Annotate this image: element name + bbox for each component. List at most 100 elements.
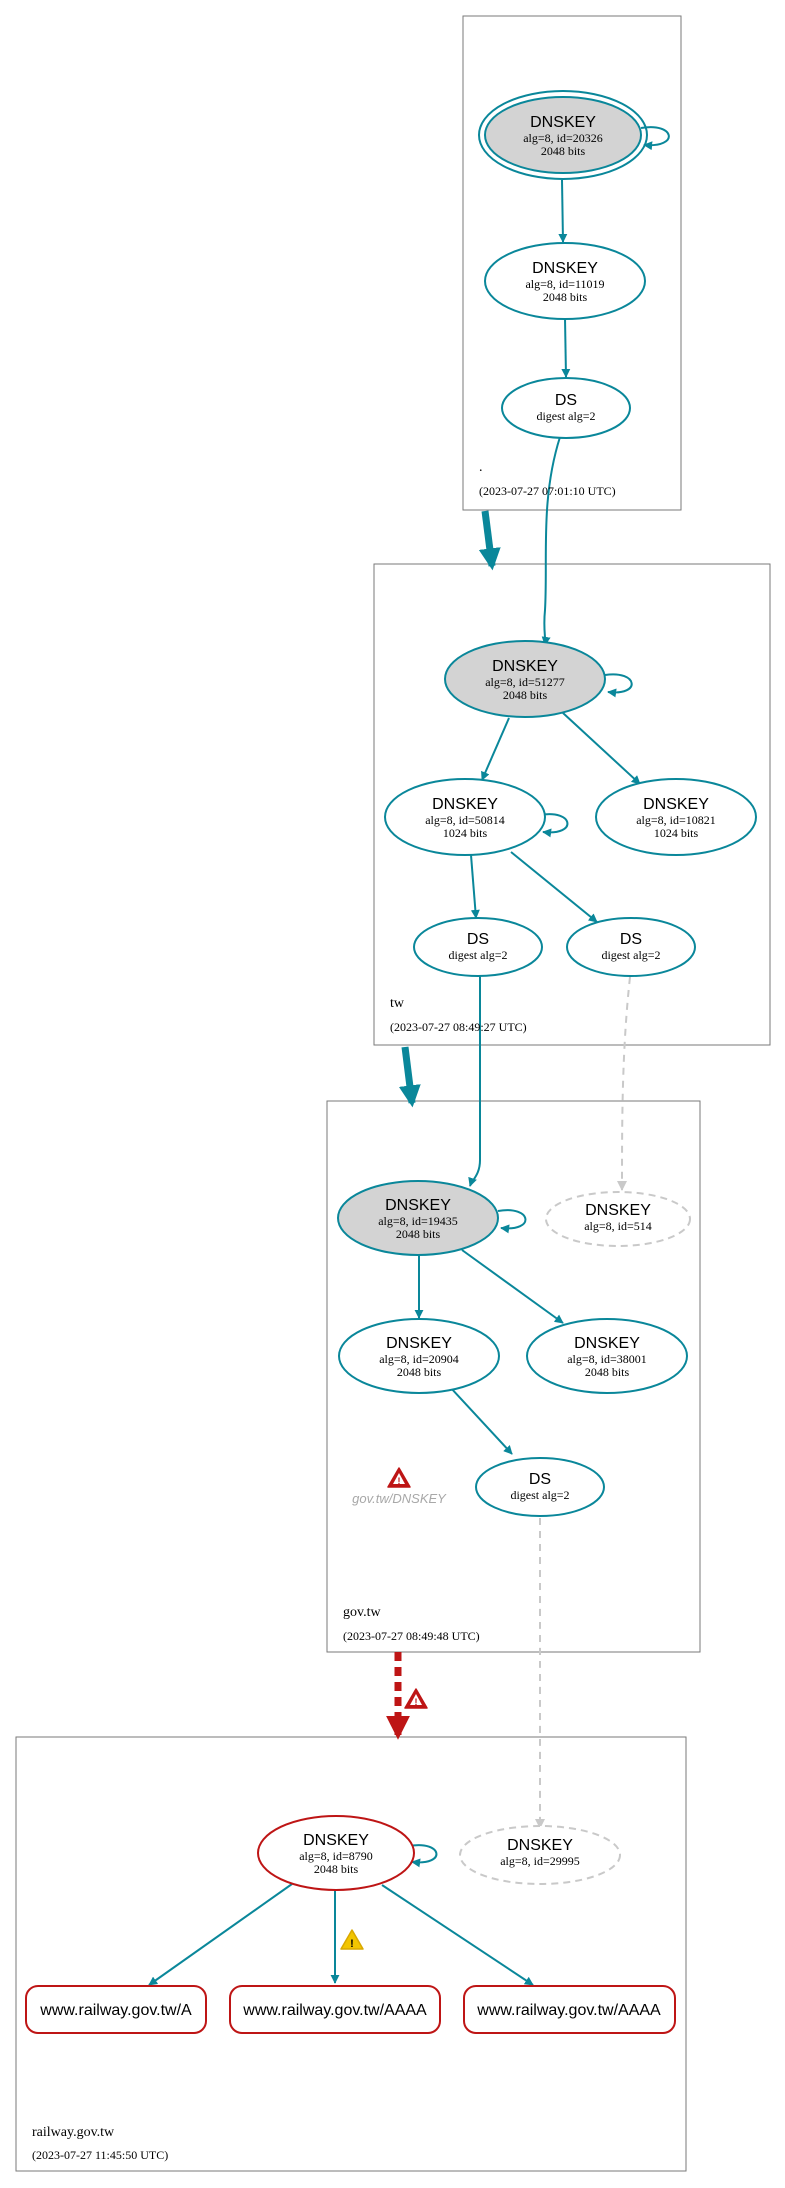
delegation-arrow-root-tw	[478, 510, 501, 571]
zone-name: tw	[390, 996, 405, 1011]
node-title: DNSKEY	[303, 1832, 369, 1849]
node-detail: alg=8, id=19435	[378, 1214, 458, 1228]
zone-timestamp: (2023-07-27 07:01:10 UTC)	[479, 484, 616, 498]
zone-timestamp: (2023-07-27 08:49:27 UTC)	[390, 1020, 527, 1034]
node-detail: 2048 bits	[503, 688, 548, 702]
warning-triangle-icon[interactable]: !	[340, 1929, 364, 1950]
edge-root-zsk-ds	[561, 317, 571, 378]
node-title: DNSKEY	[530, 114, 596, 131]
node-root-ksk[interactable]: DNSKEY alg=8, id=20326 2048 bits	[478, 90, 648, 180]
node-detail: 2048 bits	[397, 1365, 442, 1379]
node-root-ds[interactable]: DS digest alg=2	[501, 377, 631, 439]
error-label: gov.tw/DNSKEY	[352, 1491, 447, 1506]
node-detail: alg=8, id=10821	[636, 813, 716, 827]
node-tw-ds1[interactable]: DS digest alg=2	[413, 917, 543, 977]
svg-text:!: !	[398, 1476, 401, 1486]
node-title: DS	[467, 931, 489, 948]
zone-govtw-box	[326, 1100, 701, 1653]
edge-gov-ksk-zsk2	[461, 1249, 564, 1324]
node-tw-zsk2[interactable]: DNSKEY alg=8, id=10821 1024 bits	[595, 778, 757, 856]
edge-gov-zsk1-ds	[449, 1386, 513, 1455]
zone-timestamp: (2023-07-27 11:45:50 UTC)	[32, 2148, 168, 2162]
rrset-label: www.railway.gov.tw/AAAA	[242, 2002, 427, 2019]
node-detail: alg=8, id=38001	[567, 1352, 647, 1366]
edge-railway-key-aaaa2	[381, 1884, 534, 1986]
edge-tw-zsk1-ds2	[510, 851, 598, 923]
node-detail: alg=8, id=514	[584, 1219, 652, 1233]
node-detail: 1024 bits	[443, 826, 488, 840]
node-root-zsk[interactable]: DNSKEY alg=8, id=11019 2048 bits	[484, 242, 646, 320]
node-title: DNSKEY	[507, 1837, 573, 1854]
node-gov-zsk2[interactable]: DNSKEY alg=8, id=38001 2048 bits	[526, 1318, 688, 1394]
node-title: DNSKEY	[385, 1197, 451, 1214]
node-railway-missing-key[interactable]: DNSKEY alg=8, id=29995	[459, 1825, 621, 1885]
node-title: DS	[529, 1471, 551, 1488]
node-title: DNSKEY	[532, 260, 598, 277]
node-detail: alg=8, id=50814	[425, 813, 505, 827]
node-detail: 2048 bits	[541, 144, 586, 158]
node-detail: 2048 bits	[543, 290, 588, 304]
error-triangle-icon: !	[387, 1467, 411, 1488]
node-title: DNSKEY	[574, 1335, 640, 1352]
self-loop-tw-zsk1	[539, 813, 569, 838]
edge-railway-key-a	[148, 1883, 293, 1986]
self-loop-tw-ksk	[604, 673, 633, 698]
node-detail: alg=8, id=29995	[500, 1854, 580, 1868]
self-loop-root-ksk	[640, 126, 670, 151]
node-detail: digest alg=2	[510, 1488, 569, 1502]
node-detail: alg=8, id=8790	[299, 1849, 373, 1863]
self-loop-gov-ksk	[497, 1209, 527, 1234]
node-title: DNSKEY	[432, 796, 498, 813]
node-detail: digest alg=2	[601, 948, 660, 962]
edge-tw-ksk-zsk2	[562, 712, 641, 785]
node-detail: alg=8, id=20326	[523, 131, 603, 145]
edge-root-ds-tw-ksk	[541, 436, 561, 646]
gov-dnskey-error[interactable]: ! gov.tw/DNSKEY	[352, 1467, 447, 1506]
node-title: DNSKEY	[643, 796, 709, 813]
zone-name: .	[479, 460, 483, 475]
node-gov-ksk[interactable]: DNSKEY alg=8, id=19435 2048 bits	[337, 1180, 499, 1256]
node-tw-zsk1[interactable]: DNSKEY alg=8, id=50814 1024 bits	[384, 778, 546, 856]
node-title: DS	[620, 931, 642, 948]
node-detail: alg=8, id=20904	[379, 1352, 459, 1366]
edge-tw-ds2-gov-missing	[617, 976, 631, 1191]
node-title: DNSKEY	[585, 1202, 651, 1219]
zone-name: gov.tw	[343, 1605, 381, 1620]
edge-tw-zsk1-ds1	[470, 854, 480, 919]
node-tw-ksk[interactable]: DNSKEY alg=8, id=51277 2048 bits	[444, 640, 606, 718]
rrset-aaaa-2[interactable]: www.railway.gov.tw/AAAA	[463, 1985, 676, 2034]
rrset-label: www.railway.gov.tw/A	[39, 2002, 192, 2019]
node-detail: 2048 bits	[314, 1862, 359, 1876]
edge-tw-ksk-zsk1	[481, 717, 510, 781]
self-loop-railway-key	[408, 1844, 438, 1868]
edge-tw-ds1-gov-ksk	[468, 976, 482, 1187]
node-title: DS	[555, 392, 577, 409]
node-detail: 2048 bits	[396, 1227, 441, 1241]
node-gov-zsk1[interactable]: DNSKEY alg=8, id=20904 2048 bits	[338, 1318, 500, 1394]
zone-railway-box	[15, 1736, 687, 2172]
svg-text:!: !	[415, 1697, 418, 1707]
node-title: DNSKEY	[386, 1335, 452, 1352]
node-title: DNSKEY	[492, 658, 558, 675]
zone-root-box	[462, 15, 682, 511]
node-detail: 2048 bits	[585, 1365, 630, 1379]
rrset-a[interactable]: www.railway.gov.tw/A	[25, 1985, 207, 2034]
svg-text:!: !	[350, 1938, 354, 1950]
node-detail: alg=8, id=51277	[485, 675, 565, 689]
edge-root-ksk-zsk	[558, 179, 568, 243]
delegation-error-triangle-icon[interactable]: !	[404, 1688, 428, 1709]
node-detail: 1024 bits	[654, 826, 699, 840]
node-railway-key[interactable]: DNSKEY alg=8, id=8790 2048 bits	[257, 1815, 415, 1891]
zone-timestamp: (2023-07-27 08:49:48 UTC)	[343, 1629, 480, 1643]
node-detail: alg=8, id=11019	[525, 277, 604, 291]
node-gov-ds[interactable]: DS digest alg=2	[475, 1457, 605, 1517]
node-detail: digest alg=2	[536, 409, 595, 423]
zone-tw-box	[373, 563, 771, 1046]
delegation-arrow-tw-govtw	[398, 1046, 421, 1108]
node-gov-missing-key[interactable]: DNSKEY alg=8, id=514	[545, 1191, 691, 1247]
zone-name: railway.gov.tw	[32, 2125, 115, 2140]
node-tw-ds2[interactable]: DS digest alg=2	[566, 917, 696, 977]
rrset-aaaa-1[interactable]: www.railway.gov.tw/AAAA	[229, 1985, 441, 2034]
rrset-label: www.railway.gov.tw/AAAA	[476, 2002, 661, 2019]
